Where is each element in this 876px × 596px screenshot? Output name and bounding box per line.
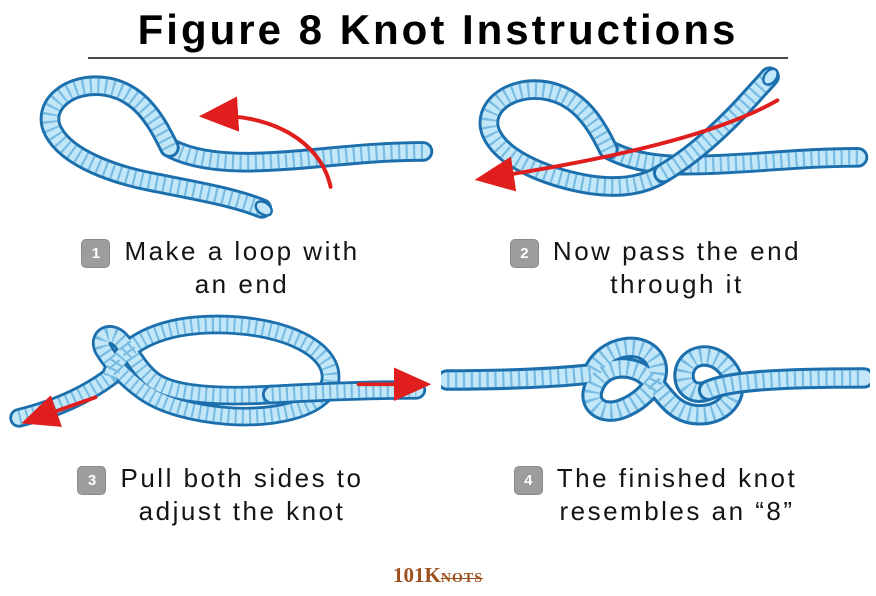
step-badge: 4 bbox=[513, 466, 543, 495]
steps-grid: 1 Make a loop with an end bbox=[0, 59, 876, 527]
step3-caption: 3 Pull both sides to adjust the knot bbox=[6, 462, 435, 527]
step-badge: 1 bbox=[81, 239, 111, 268]
logo-suffix: NOTS bbox=[440, 571, 483, 586]
step1-caption: 1 Make a loop with an end bbox=[6, 235, 435, 300]
step3-illustration bbox=[6, 302, 435, 460]
caption-line2: resembles an “8” bbox=[559, 495, 795, 526]
step-panel-1: 1 Make a loop with an end bbox=[6, 61, 435, 300]
caption-line2: an end bbox=[194, 268, 290, 299]
caption-line2: through it bbox=[610, 268, 744, 299]
step-panel-3: 3 Pull both sides to adjust the knot bbox=[6, 302, 435, 527]
diagonal-arrow-through-loop-icon bbox=[474, 98, 780, 192]
101knots-logo: 101KNOTS bbox=[393, 563, 483, 588]
rope-graphic bbox=[50, 86, 423, 219]
step-panel-2: 2 Now pass the end through it bbox=[441, 61, 870, 300]
step2-caption: 2 Now pass the end through it bbox=[441, 235, 870, 300]
step-caption-text: Make a loop with an end bbox=[124, 235, 359, 300]
logo-prefix: 101K bbox=[393, 563, 441, 587]
figure8-knot-instructions-page: { "page": { "title": "Figure 8 Knot Inst… bbox=[0, 6, 876, 596]
step4-knot-drawing bbox=[441, 302, 870, 460]
rope-cut-end bbox=[762, 67, 779, 86]
caption-line1: The finished knot bbox=[556, 463, 798, 493]
step-panel-4: 4 The finished knot resembles an “8” bbox=[441, 302, 870, 527]
step-badge: 2 bbox=[509, 239, 539, 268]
step3-knot-drawing bbox=[6, 302, 432, 460]
rope-graphic bbox=[447, 347, 864, 414]
step4-caption: 4 The finished knot resembles an “8” bbox=[441, 462, 870, 527]
step2-knot-drawing bbox=[474, 61, 870, 233]
rope-cut-end bbox=[254, 200, 273, 217]
title-underline bbox=[88, 57, 788, 59]
step1-knot-drawing bbox=[6, 61, 435, 233]
step4-illustration bbox=[441, 302, 870, 460]
rope-graphic bbox=[489, 66, 858, 186]
step-badge: 3 bbox=[77, 466, 107, 495]
page-title: Figure 8 Knot Instructions bbox=[137, 6, 739, 53]
step-caption-text: Now pass the end through it bbox=[553, 235, 801, 300]
caption-line1: Make a loop with bbox=[124, 236, 360, 266]
step1-illustration bbox=[6, 61, 435, 233]
caption-line1: Now pass the end bbox=[552, 236, 802, 266]
step-caption-text: The finished knot resembles an “8” bbox=[557, 462, 798, 527]
caption-line2: adjust the knot bbox=[138, 495, 346, 526]
pull-left-arrow-icon bbox=[21, 395, 98, 427]
step2-illustration bbox=[441, 61, 870, 233]
step-caption-text: Pull both sides to adjust the knot bbox=[120, 462, 363, 527]
caption-line1: Pull both sides to bbox=[120, 463, 364, 493]
curved-arrow-over-loop-icon bbox=[198, 96, 333, 189]
